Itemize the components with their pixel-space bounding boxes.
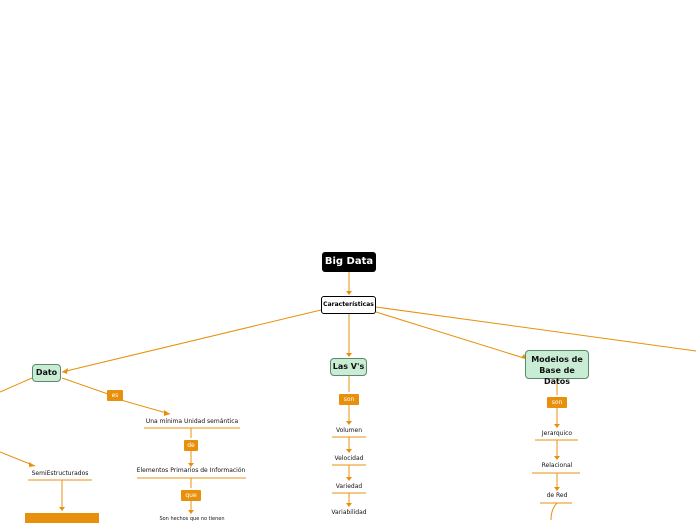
orange-node-partial[interactable] xyxy=(25,513,99,523)
root-node[interactable]: Big Data xyxy=(322,252,376,272)
leaf-volumen[interactable]: Volumen xyxy=(335,427,363,434)
topic-dato[interactable]: Dato xyxy=(32,364,61,382)
connector-son-modelos[interactable]: son xyxy=(547,397,567,408)
arrow-semi xyxy=(29,462,35,467)
leaf-semiestructurados[interactable]: SemiEstructurados xyxy=(31,470,89,477)
arrow-vs xyxy=(346,353,352,357)
edge-central-modelos xyxy=(375,311,528,360)
connector-son-vs[interactable]: son xyxy=(339,394,359,405)
connector-es[interactable]: es xyxy=(107,390,123,401)
leaf-unidad-semantica[interactable]: Una mínima Unidad semántica xyxy=(145,418,239,425)
topic-modelos-bd[interactable]: Modelos de Base de Datos xyxy=(525,350,589,386)
leaf-velocidad[interactable]: Velocidad xyxy=(334,455,364,462)
leaf-variedad[interactable]: Variedad xyxy=(335,483,363,490)
leaf-de-red[interactable]: de Red xyxy=(546,492,568,499)
connector-de[interactable]: de xyxy=(184,440,198,451)
leaf-elementos-primarios[interactable]: Elementos Primarios de Información xyxy=(136,467,246,474)
leaf-variabilidad[interactable]: Variabilidad xyxy=(331,509,367,516)
leaf-jerarquico[interactable]: Jerarquico xyxy=(541,430,573,437)
edge-dato-left xyxy=(0,377,33,393)
topic-las-vs[interactable]: Las V's xyxy=(330,358,367,376)
leaf-relacional[interactable]: Relacional xyxy=(541,462,573,469)
leaf-partial[interactable]: Son hechos que no tienen xyxy=(159,516,225,522)
arrow-central xyxy=(346,291,352,295)
edge-dato-es xyxy=(61,377,109,395)
edge-es-unidad xyxy=(120,399,171,415)
edge-central-offscreen xyxy=(375,306,696,352)
arrow-dato xyxy=(62,368,68,374)
central-node[interactable]: Características xyxy=(321,296,376,314)
edge-central-dato xyxy=(61,309,322,373)
connector-que[interactable]: que xyxy=(181,490,201,501)
arrow-unidad xyxy=(164,410,170,416)
